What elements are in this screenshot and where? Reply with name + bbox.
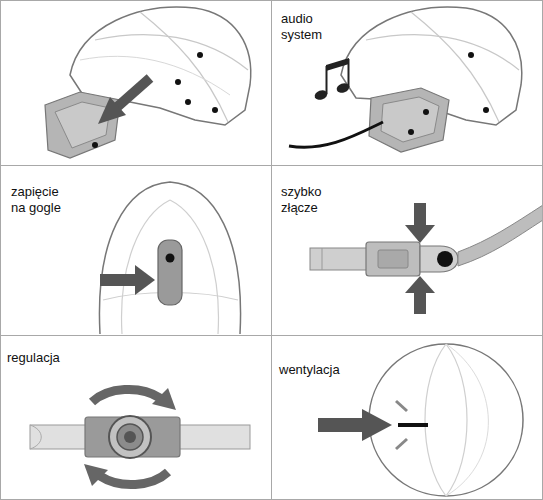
- panel-frame: [1, 1, 272, 166]
- feature-panel: wentylacja: [271, 335, 543, 500]
- feature-panel: zapięcie na gogle: [0, 165, 272, 336]
- adjust-dial: [30, 388, 250, 486]
- feature-panel: audio system: [271, 0, 543, 166]
- feature-panel: regulacja: [0, 335, 272, 500]
- feature-label: audio system: [281, 11, 336, 43]
- helmet-audio: [289, 7, 522, 152]
- feature-panel: szybko złącze: [271, 165, 543, 336]
- feature-label: regulacja: [7, 350, 60, 366]
- feature-label: zapięcie na gogle: [11, 184, 73, 216]
- helmet-back: [99, 182, 240, 334]
- feature-label: szybko złącze: [281, 184, 336, 216]
- buckle: [310, 203, 543, 314]
- feature-label: wentylacja: [279, 362, 340, 378]
- helmet-side: [45, 7, 251, 158]
- helmet-top: [318, 344, 523, 496]
